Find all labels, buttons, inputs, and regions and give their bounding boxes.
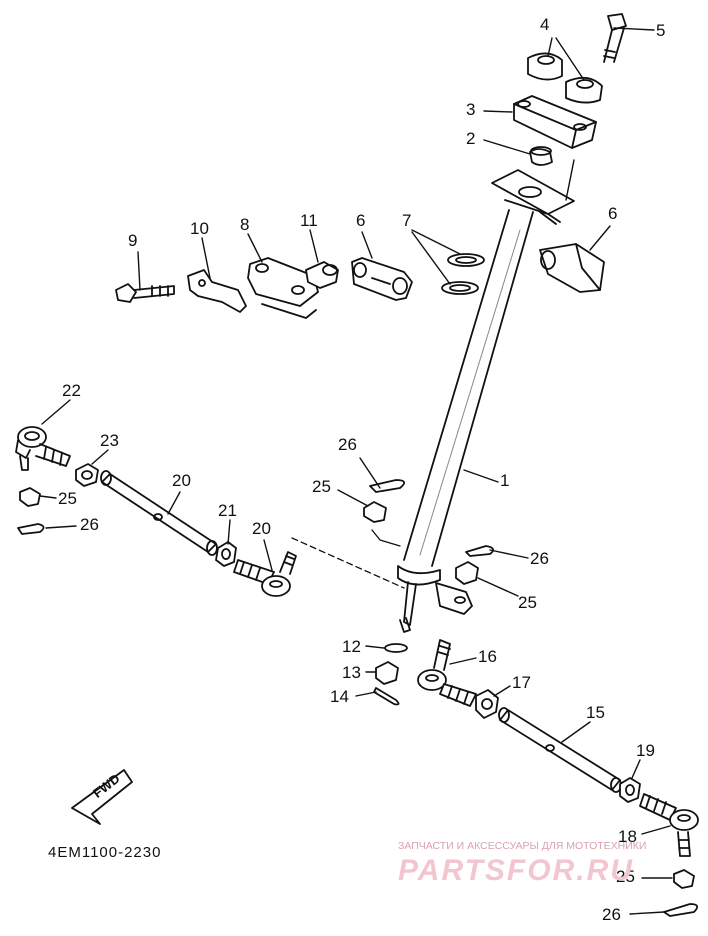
rod-end-left [15,426,71,471]
castle-nut-left [19,487,41,507]
leader-lines [39,27,673,915]
assembly-line-center [371,529,401,547]
rod-end-right-16 [417,639,477,707]
callout-part-25-left: 25 [58,489,77,508]
callout-part-26-mid-right: 26 [530,549,549,568]
callout-part-12: 12 [342,637,361,656]
rod-end-left-21 [233,551,297,597]
callout-part-25-mid-right: 25 [518,593,537,612]
callout-part-5: 5 [656,21,666,40]
callout-part-18: 18 [618,827,637,846]
bolt-top [603,13,627,63]
cotter-pin-mid-left [369,479,406,493]
washer-center [384,643,408,653]
callout-part-2: 2 [466,129,476,148]
callout-part-6-left: 6 [356,211,366,230]
callout-part-23: 22 [62,381,81,400]
lock-washer-plate [187,269,247,313]
castle-nut-mid-right [455,561,479,585]
callout-part-4: 4 [540,15,550,34]
watermark-tagline: ЗАПЧАСТИ И АКСЕССУАРЫ ДЛЯ МОТОТЕХНИКИ [398,840,647,852]
callout-part-22: 21 [218,501,237,520]
callout-part-25-mid-left: 25 [312,477,331,496]
cotter-pin-right [663,903,699,917]
cotter-pin-mid-right [465,545,495,557]
callout-part-9: 9 [128,231,138,250]
castle-nut-right [673,869,695,889]
tie-rod-left [100,470,218,556]
circlips [441,253,485,295]
callout-part-1: 1 [500,471,510,490]
callout-part-21: 20 [252,519,271,538]
nut-left-22 [215,541,237,567]
diagram-code: 4EM1100-2230 [48,844,162,861]
callout-part-14: 14 [330,687,349,706]
callout-part-3: 3 [466,100,476,119]
collar-sleeve [305,261,339,289]
tie-rod-right [498,707,622,793]
callout-part-11: 11 [300,211,318,230]
upper-bracket [513,95,597,149]
callout-part-26-mid-left: 26 [338,435,357,454]
holders [527,52,603,104]
callout-part-20: 20 [172,471,191,490]
callout-part-15: 15 [586,703,605,722]
castle-nut-center [375,661,399,685]
cotter-pin-center [373,687,400,706]
steering-column [397,169,575,633]
callout-part-16: 16 [478,647,497,666]
collar-right [539,243,605,293]
nut-left-24 [75,463,99,487]
cotter-pin-left [17,523,45,535]
nut-right-17 [475,689,499,719]
callout-part-26-right: 26 [602,905,621,924]
bushing [529,146,553,166]
callout-part-6-right: 6 [608,204,618,223]
fwd-arrow [71,769,133,825]
callout-part-7: 7 [402,211,412,230]
callout-part-8: 8 [240,215,250,234]
callout-part-19: 19 [636,741,655,760]
assembly-line-left [291,537,405,589]
castle-nut-mid-left [363,501,387,523]
link-plate [247,257,319,319]
rod-end-right-18 [639,793,699,857]
callout-part-25-right: 25 [616,867,635,886]
callout-part-26-left: 26 [80,515,99,534]
bolt-left [115,283,175,303]
callout-part-10: 10 [190,219,209,238]
watermark-logo: PARTSFOR.RU [398,854,634,887]
collar-left [351,257,413,301]
nut-right-19 [619,777,641,803]
callout-part-17: 17 [512,673,531,692]
callout-part-13: 13 [342,663,361,682]
callout-part-24: 23 [100,431,119,450]
